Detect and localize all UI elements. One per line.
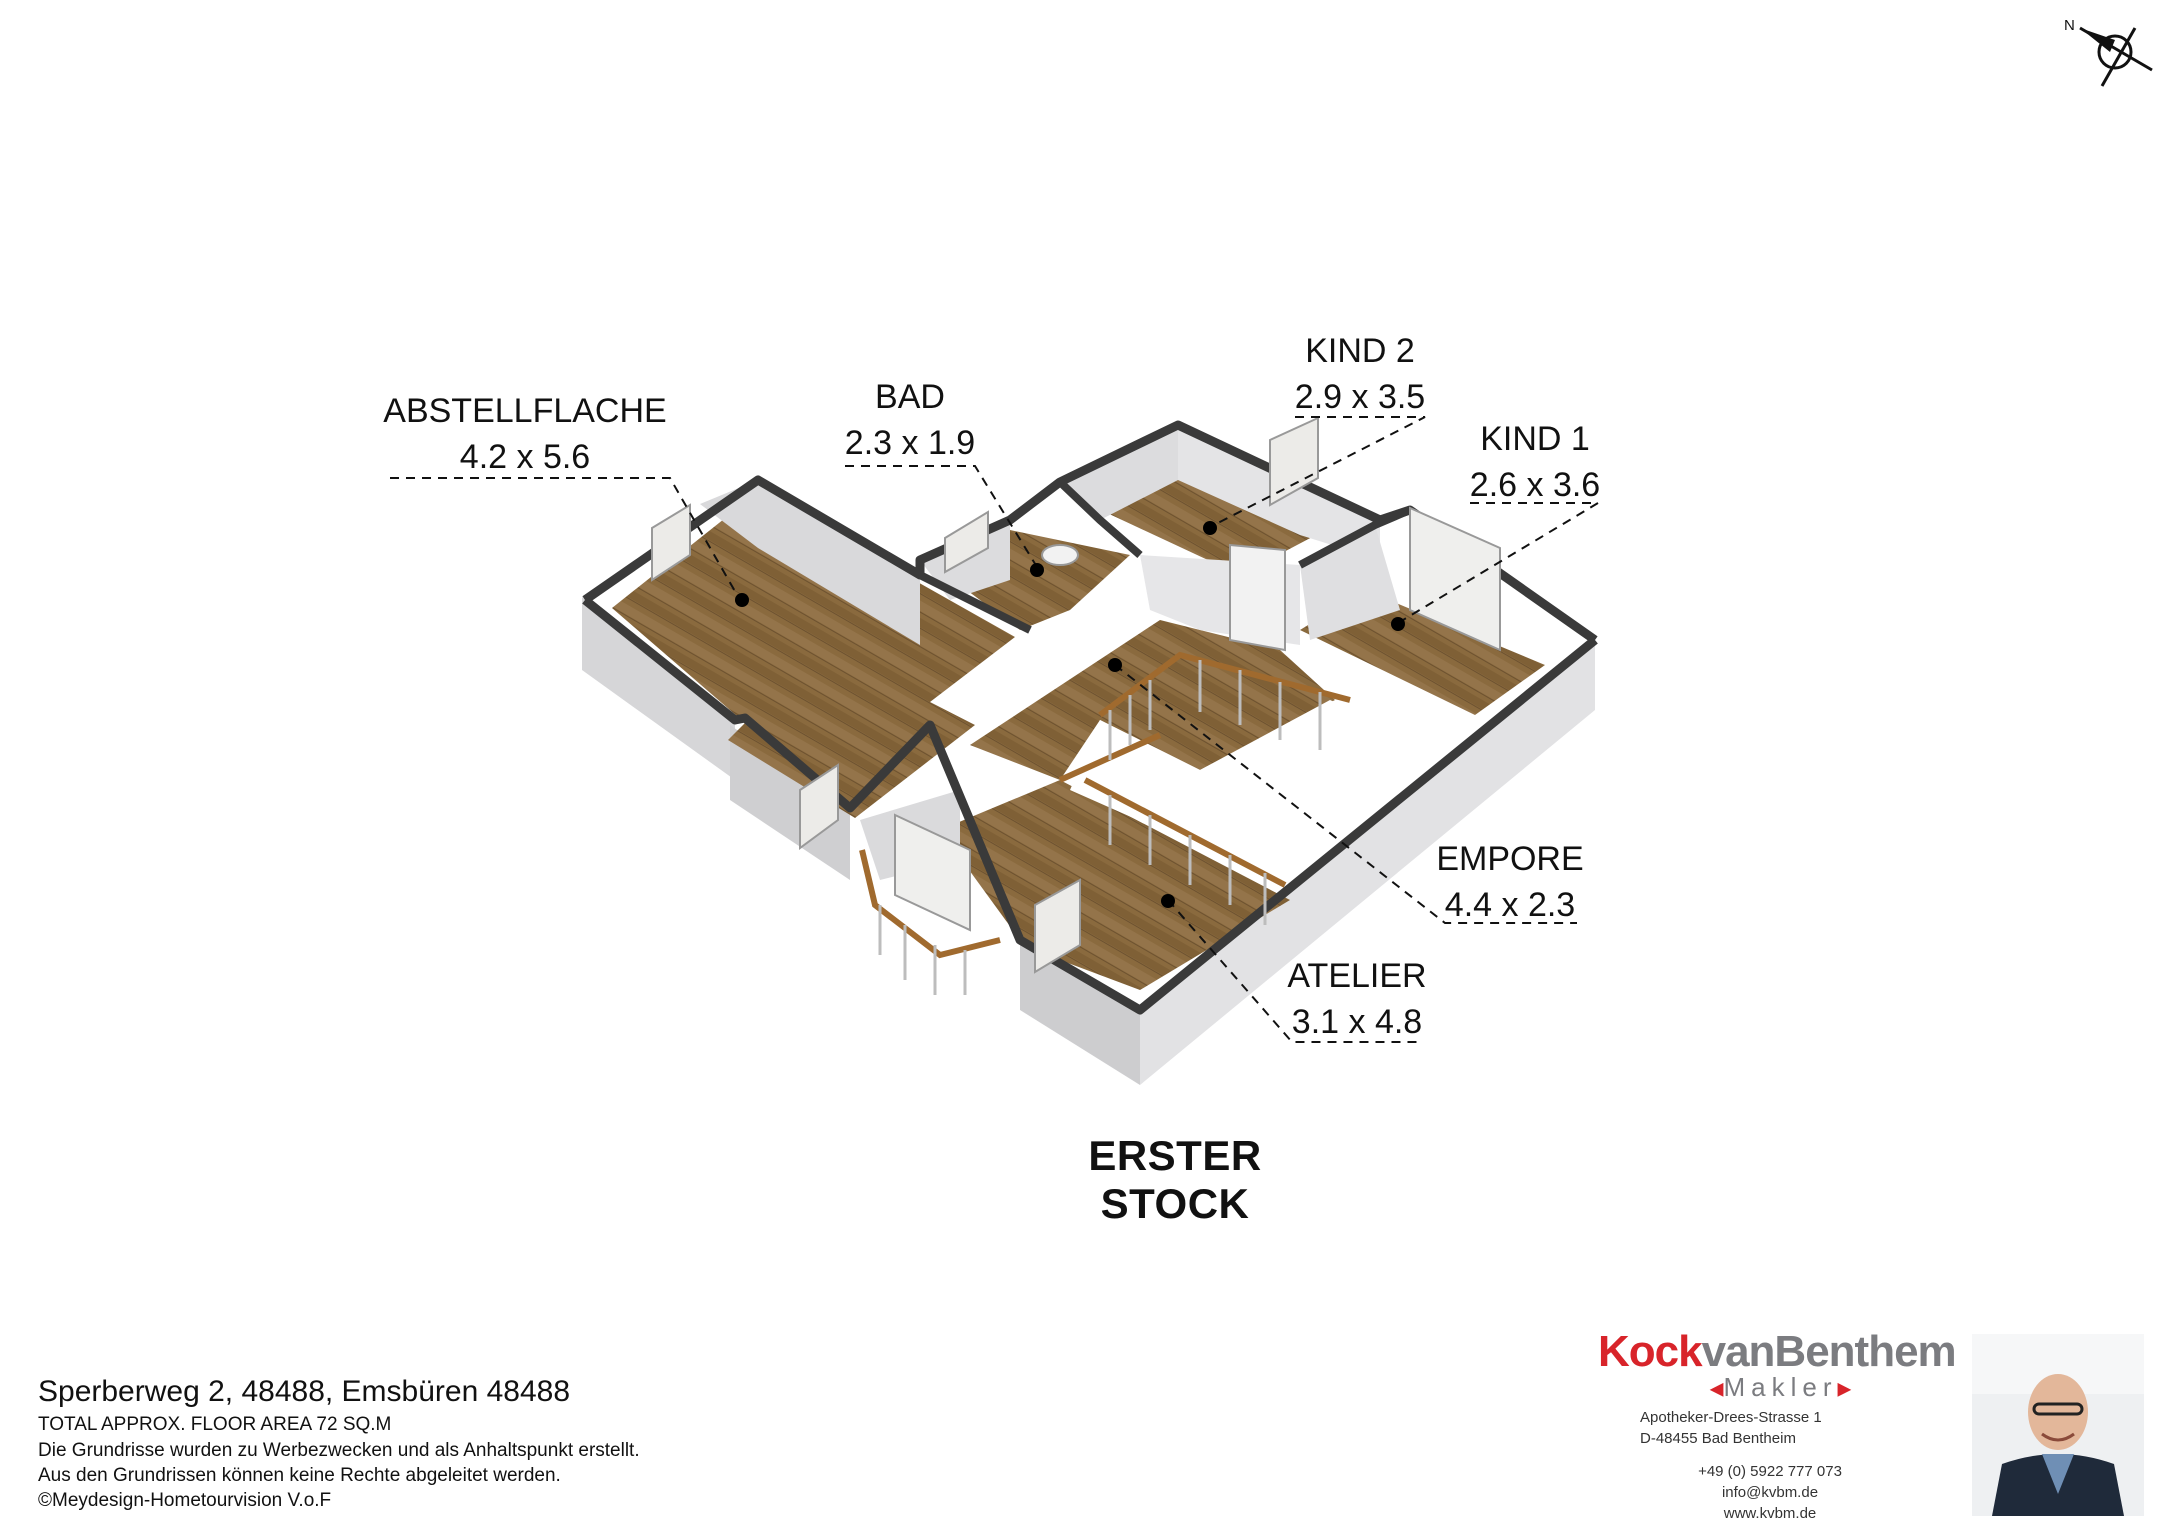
room-name: KIND 2 — [1305, 332, 1415, 370]
logo-text-van: van — [1701, 1327, 1776, 1376]
leader-kind1 — [1397, 502, 1602, 624]
dot-abstellflache — [735, 593, 749, 607]
window-kind2 — [1269, 416, 1319, 507]
leader-abstellflache — [390, 477, 741, 601]
door-kind2 — [1229, 543, 1286, 652]
wall-tops-outer — [582, 596, 1598, 1015]
room-dims: 2.3 x 1.9 — [844, 424, 976, 462]
copyright: ©Meydesign-Hometourvision V.o.F — [38, 1490, 332, 1511]
wall-tops-inner-2 — [1057, 479, 1143, 559]
label-kind2: KIND 2 2.9 x 3.5 — [1285, 328, 1435, 420]
exterior-wall-mid — [730, 725, 850, 880]
agency-phone: +49 (0) 5922 777 073 — [1698, 1463, 1842, 1480]
door-atelier — [894, 813, 971, 932]
railing-upper — [1098, 651, 1351, 718]
window-atelier — [1034, 878, 1081, 974]
railing-lower — [1083, 777, 1287, 888]
window-abstellflache — [651, 503, 691, 582]
balusters — [878, 660, 1322, 995]
wall-tops-inner-3 — [1298, 506, 1412, 569]
logo-left-arrow-icon: ◀ — [1709, 1378, 1724, 1399]
exterior-wall-bottom — [1020, 945, 1140, 1085]
disclaimer-line-2: Aus den Grundrissen können keine Rechte … — [38, 1465, 561, 1486]
leader-kind2 — [1209, 416, 1426, 528]
label-empore: EMPORE 4.4 x 2.3 — [1435, 836, 1585, 928]
room-dims: 4.2 x 5.6 — [459, 438, 591, 476]
label-bad: BAD 2.3 x 1.9 — [830, 374, 990, 466]
window-abstellflache-lower — [799, 763, 839, 850]
door-kind1 — [1409, 506, 1501, 652]
floor-atelier — [940, 780, 1290, 990]
agency-email[interactable]: info@kvbm.de — [1721, 1484, 1819, 1501]
total-floor-area: TOTAL APPROX. FLOOR AREA 72 SQ.M — [38, 1414, 392, 1435]
room-dims: 3.1 x 4.8 — [1291, 1003, 1423, 1041]
logo-text-kock: Kock — [1598, 1327, 1703, 1376]
stairwell-opening — [1070, 700, 1440, 885]
property-address: Sperberweg 2, 48488, Emsbüren 48488 — [38, 1375, 571, 1408]
property-info: Sperberweg 2, 48488, Emsbüren 48488 TOTA… — [38, 1372, 640, 1513]
logo-right-arrow-icon: ▶ — [1837, 1378, 1852, 1399]
dot-bad — [1030, 563, 1044, 577]
leader-bad — [845, 465, 1038, 568]
leader-atelier — [1167, 899, 1422, 1043]
room-name: ABSTELLFLACHE — [383, 392, 667, 430]
room-name: ATELIER — [1287, 957, 1427, 995]
wall-abstellflache-back — [700, 480, 920, 645]
window-bad — [944, 510, 989, 574]
compass: N — [2064, 17, 2153, 87]
exterior-wall-left — [582, 597, 735, 780]
room-name: EMPORE — [1436, 840, 1584, 878]
agency-city: D-48455 Bad Bentheim — [1640, 1430, 1796, 1447]
disclaimer-line-1: Die Grundrisse wurden zu Werbezwecken un… — [38, 1440, 640, 1461]
room-dims: 2.9 x 3.5 — [1294, 378, 1426, 416]
compass-ring — [2097, 34, 2133, 70]
room-dims: 4.4 x 2.3 — [1444, 886, 1576, 924]
room-name: BAD — [875, 378, 945, 416]
floor-empore — [970, 620, 1335, 780]
logo-sub-text: Makler — [1723, 1372, 1838, 1402]
agency-website[interactable]: www.kvbm.de — [1723, 1505, 1817, 1522]
dot-atelier — [1161, 894, 1175, 908]
agent-photo — [1972, 1334, 2144, 1516]
compass-arrow — [2080, 28, 2115, 52]
agency-logo: KockvanBenthem ◀Makler▶ — [1598, 1328, 1963, 1403]
room-dims: 2.6 x 3.6 — [1469, 466, 1601, 504]
floor-title: ERSTER STOCK — [1088, 1132, 1262, 1227]
logo-text-benthem: Benthem — [1774, 1327, 1956, 1376]
dot-kind2 — [1203, 521, 1217, 535]
label-abstellflache: ABSTELLFLACHE 4.2 x 5.6 — [380, 388, 670, 480]
agency-street: Apotheker-Drees-Strasse 1 — [1640, 1409, 1822, 1426]
washbasin — [1041, 544, 1079, 566]
wall-tops-inner-1 — [918, 571, 1032, 634]
room-name: KIND 1 — [1480, 420, 1590, 458]
railing-entry — [859, 849, 1001, 959]
wall-kind2-back — [1060, 425, 1178, 520]
label-kind1: KIND 1 2.6 x 3.6 — [1460, 416, 1610, 508]
dot-empore — [1108, 658, 1122, 672]
label-atelier: ATELIER 3.1 x 4.8 — [1282, 953, 1432, 1045]
agency-contact: Apotheker-Drees-Strasse 1 D-48455 Bad Be… — [1640, 1407, 1900, 1524]
compass-north-label: N — [2064, 17, 2075, 34]
compass-cross — [2100, 27, 2137, 87]
leader-empore — [1114, 664, 1577, 924]
dot-kind1 — [1391, 617, 1405, 631]
